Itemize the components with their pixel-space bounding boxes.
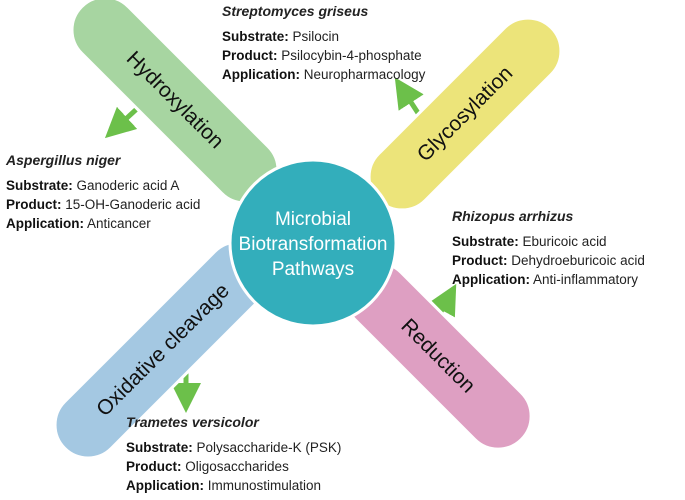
substrate-row: Substrate: Eburicoic acid: [452, 232, 645, 251]
substrate-label: Substrate:: [452, 234, 519, 249]
product-row: Product: Psilocybin-4-phosphate: [222, 46, 425, 65]
product-row: Product: 15-OH-Ganoderic acid: [6, 195, 200, 214]
hub-circle: [228, 158, 398, 328]
substrate-label: Substrate:: [222, 29, 289, 44]
product-value: Dehydroeburicoic acid: [511, 253, 645, 268]
substrate-value: Ganoderic acid A: [76, 178, 180, 193]
info-hydroxylation: Aspergillus niger Substrate: Ganoderic a…: [6, 151, 200, 233]
product-value: Psilocybin-4-phosphate: [281, 48, 422, 63]
product-label: Product:: [452, 253, 508, 268]
product-row: Product: Oligosaccharides: [126, 457, 341, 476]
info-oxidative-cleavage: Trametes versicolor Substrate: Polysacch…: [126, 413, 341, 495]
product-value: 15-OH-Ganoderic acid: [65, 197, 201, 212]
info-reduction: Rhizopus arrhizus Substrate: Eburicoic a…: [452, 207, 645, 289]
application-label: Application:: [6, 216, 84, 231]
application-row: Application: Anti-inflammatory: [452, 270, 645, 289]
product-row: Product: Dehydroeburicoic acid: [452, 251, 645, 270]
organism-name: Trametes versicolor: [126, 414, 259, 430]
substrate-label: Substrate:: [126, 440, 193, 455]
application-row: Application: Anticancer: [6, 214, 200, 233]
substrate-row: Substrate: Polysaccharide-K (PSK): [126, 438, 341, 457]
application-value: Neuropharmacology: [303, 67, 426, 82]
pill-oxidative-cleavage: Oxidative cleavage: [53, 240, 273, 460]
organism-name: Aspergillus niger: [6, 152, 121, 168]
substrate-row: Substrate: Ganoderic acid A: [6, 176, 200, 195]
application-value: Anticancer: [87, 216, 151, 231]
hub-line-2: Biotransformation: [239, 234, 388, 255]
arrow-glycosylation: [394, 77, 424, 115]
pill-label-oxidative-cleavage: Oxidative cleavage: [92, 279, 234, 421]
pill-glycosylation: Glycosylation: [367, 16, 563, 212]
hub-line-3: Pathways: [272, 259, 354, 280]
application-label: Application:: [222, 67, 300, 82]
info-glycosylation: Streptomyces griseus Substrate: Psilocin…: [222, 2, 425, 84]
application-row: Application: Neuropharmacology: [222, 65, 425, 84]
organism-name: Streptomyces griseus: [222, 3, 369, 19]
substrate-label: Substrate:: [6, 178, 73, 193]
application-value: Immunostimulation: [207, 478, 322, 493]
product-label: Product:: [222, 48, 278, 63]
organism-name: Rhizopus arrhizus: [452, 208, 574, 224]
product-value: Oligosaccharides: [185, 459, 289, 474]
substrate-row: Substrate: Psilocin: [222, 27, 425, 46]
hub-line-1: Microbial: [275, 209, 351, 230]
application-label: Application:: [452, 272, 530, 287]
application-row: Application: Immunostimulation: [126, 476, 341, 495]
product-label: Product:: [126, 459, 182, 474]
application-label: Application:: [126, 478, 204, 493]
application-value: Anti-inflammatory: [533, 272, 639, 287]
substrate-value: Polysaccharide-K (PSK): [196, 440, 342, 455]
hub: Microbial Biotransformation Pathways: [228, 158, 398, 328]
substrate-value: Eburicoic acid: [522, 234, 607, 249]
product-label: Product:: [6, 197, 62, 212]
substrate-value: Psilocin: [292, 29, 340, 44]
